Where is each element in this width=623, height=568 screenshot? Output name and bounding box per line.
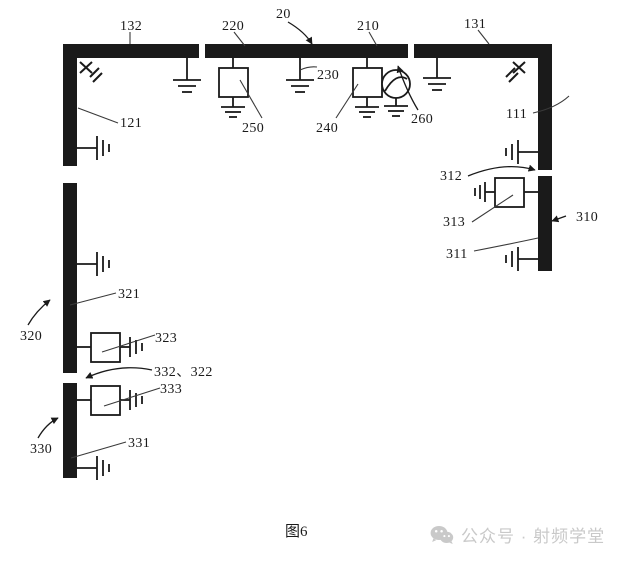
leader-121 bbox=[77, 107, 119, 124]
leader-330-arrow bbox=[37, 417, 59, 439]
ground-131-left bbox=[423, 58, 451, 91]
component-250-box bbox=[218, 67, 249, 98]
leader-260-arrow bbox=[396, 65, 419, 111]
component-313-box bbox=[494, 177, 525, 208]
bar-321 bbox=[63, 183, 77, 373]
ground-132-right bbox=[173, 58, 201, 93]
ref-label-240: 240 bbox=[316, 121, 339, 136]
ref-label-321: 321 bbox=[118, 287, 141, 302]
leader-230 bbox=[299, 66, 318, 71]
leader-210 bbox=[368, 31, 378, 47]
bar-331 bbox=[63, 383, 77, 478]
leader-313 bbox=[471, 194, 514, 223]
leader-250 bbox=[239, 79, 263, 119]
component-313 bbox=[471, 177, 538, 223]
component-230 bbox=[286, 58, 314, 93]
conductor-bars bbox=[63, 44, 552, 478]
ref-label-131: 131 bbox=[464, 17, 487, 32]
bar-311 bbox=[538, 176, 552, 271]
bar-220-210 bbox=[205, 44, 408, 58]
watermark-text: 公众号 · 射频学堂 bbox=[461, 527, 606, 546]
ref-label-332-322: 332、322 bbox=[154, 365, 213, 380]
ref-label-323: 323 bbox=[155, 331, 178, 346]
ground-331-bottom bbox=[77, 456, 110, 480]
figure-caption: 图6 bbox=[285, 524, 308, 540]
wechat-icon bbox=[430, 525, 454, 545]
ref-label-230: 230 bbox=[317, 68, 340, 83]
leader-333 bbox=[103, 387, 161, 407]
component-240-box bbox=[352, 67, 383, 98]
leader-321 bbox=[69, 292, 117, 306]
component-250 bbox=[218, 58, 263, 119]
ref-label-331: 331 bbox=[128, 436, 151, 451]
ref-label-312: 312 bbox=[440, 169, 463, 184]
ref-label-260: 260 bbox=[411, 112, 434, 127]
leader-20-arrow bbox=[287, 21, 313, 45]
ref-label-320: 320 bbox=[20, 329, 43, 344]
component-260 bbox=[381, 65, 419, 117]
ground-311-bottom bbox=[505, 247, 538, 271]
component-323 bbox=[77, 332, 156, 363]
leader-332-322-arrow bbox=[85, 367, 153, 379]
ground-121-bottom bbox=[77, 136, 110, 160]
component-333-box bbox=[90, 385, 121, 416]
bar-132 bbox=[63, 44, 199, 58]
bar-111 bbox=[538, 44, 552, 170]
gap-markers bbox=[79, 61, 526, 83]
leader-320-arrow bbox=[27, 299, 51, 326]
ref-label-121: 121 bbox=[120, 116, 143, 131]
component-333 bbox=[77, 385, 161, 416]
ref-label-132: 132 bbox=[120, 19, 143, 34]
bar-131 bbox=[414, 44, 552, 58]
ground-321-upper bbox=[77, 252, 110, 276]
gap-marker-121 bbox=[79, 61, 103, 83]
ref-label-311: 311 bbox=[446, 247, 468, 262]
ref-label-250: 250 bbox=[242, 121, 265, 136]
ref-label-313: 313 bbox=[443, 215, 466, 230]
leader-310-arrow bbox=[551, 215, 567, 223]
ref-label-20: 20 bbox=[276, 7, 291, 22]
leader-220 bbox=[233, 31, 246, 47]
component-240 bbox=[335, 58, 383, 119]
leader-131 bbox=[477, 29, 490, 45]
ref-label-310: 310 bbox=[576, 210, 599, 225]
leader-240 bbox=[335, 83, 359, 119]
bar-121 bbox=[63, 44, 77, 166]
component-260-source bbox=[381, 69, 411, 99]
ref-label-330: 330 bbox=[30, 442, 53, 457]
leader-311 bbox=[473, 237, 539, 252]
ref-label-333: 333 bbox=[160, 382, 183, 397]
watermark: 公众号 · 射频学堂 bbox=[430, 522, 605, 547]
gap-marker-111 bbox=[505, 61, 526, 83]
leader-323 bbox=[101, 334, 156, 353]
ref-label-220: 220 bbox=[222, 19, 245, 34]
ground-111-bottom bbox=[505, 140, 538, 164]
ref-label-210: 210 bbox=[357, 19, 380, 34]
ref-label-111: 111 bbox=[506, 107, 528, 122]
leader-111 bbox=[532, 95, 570, 114]
leader-312-arrow bbox=[467, 164, 536, 177]
leader-331 bbox=[70, 441, 127, 459]
